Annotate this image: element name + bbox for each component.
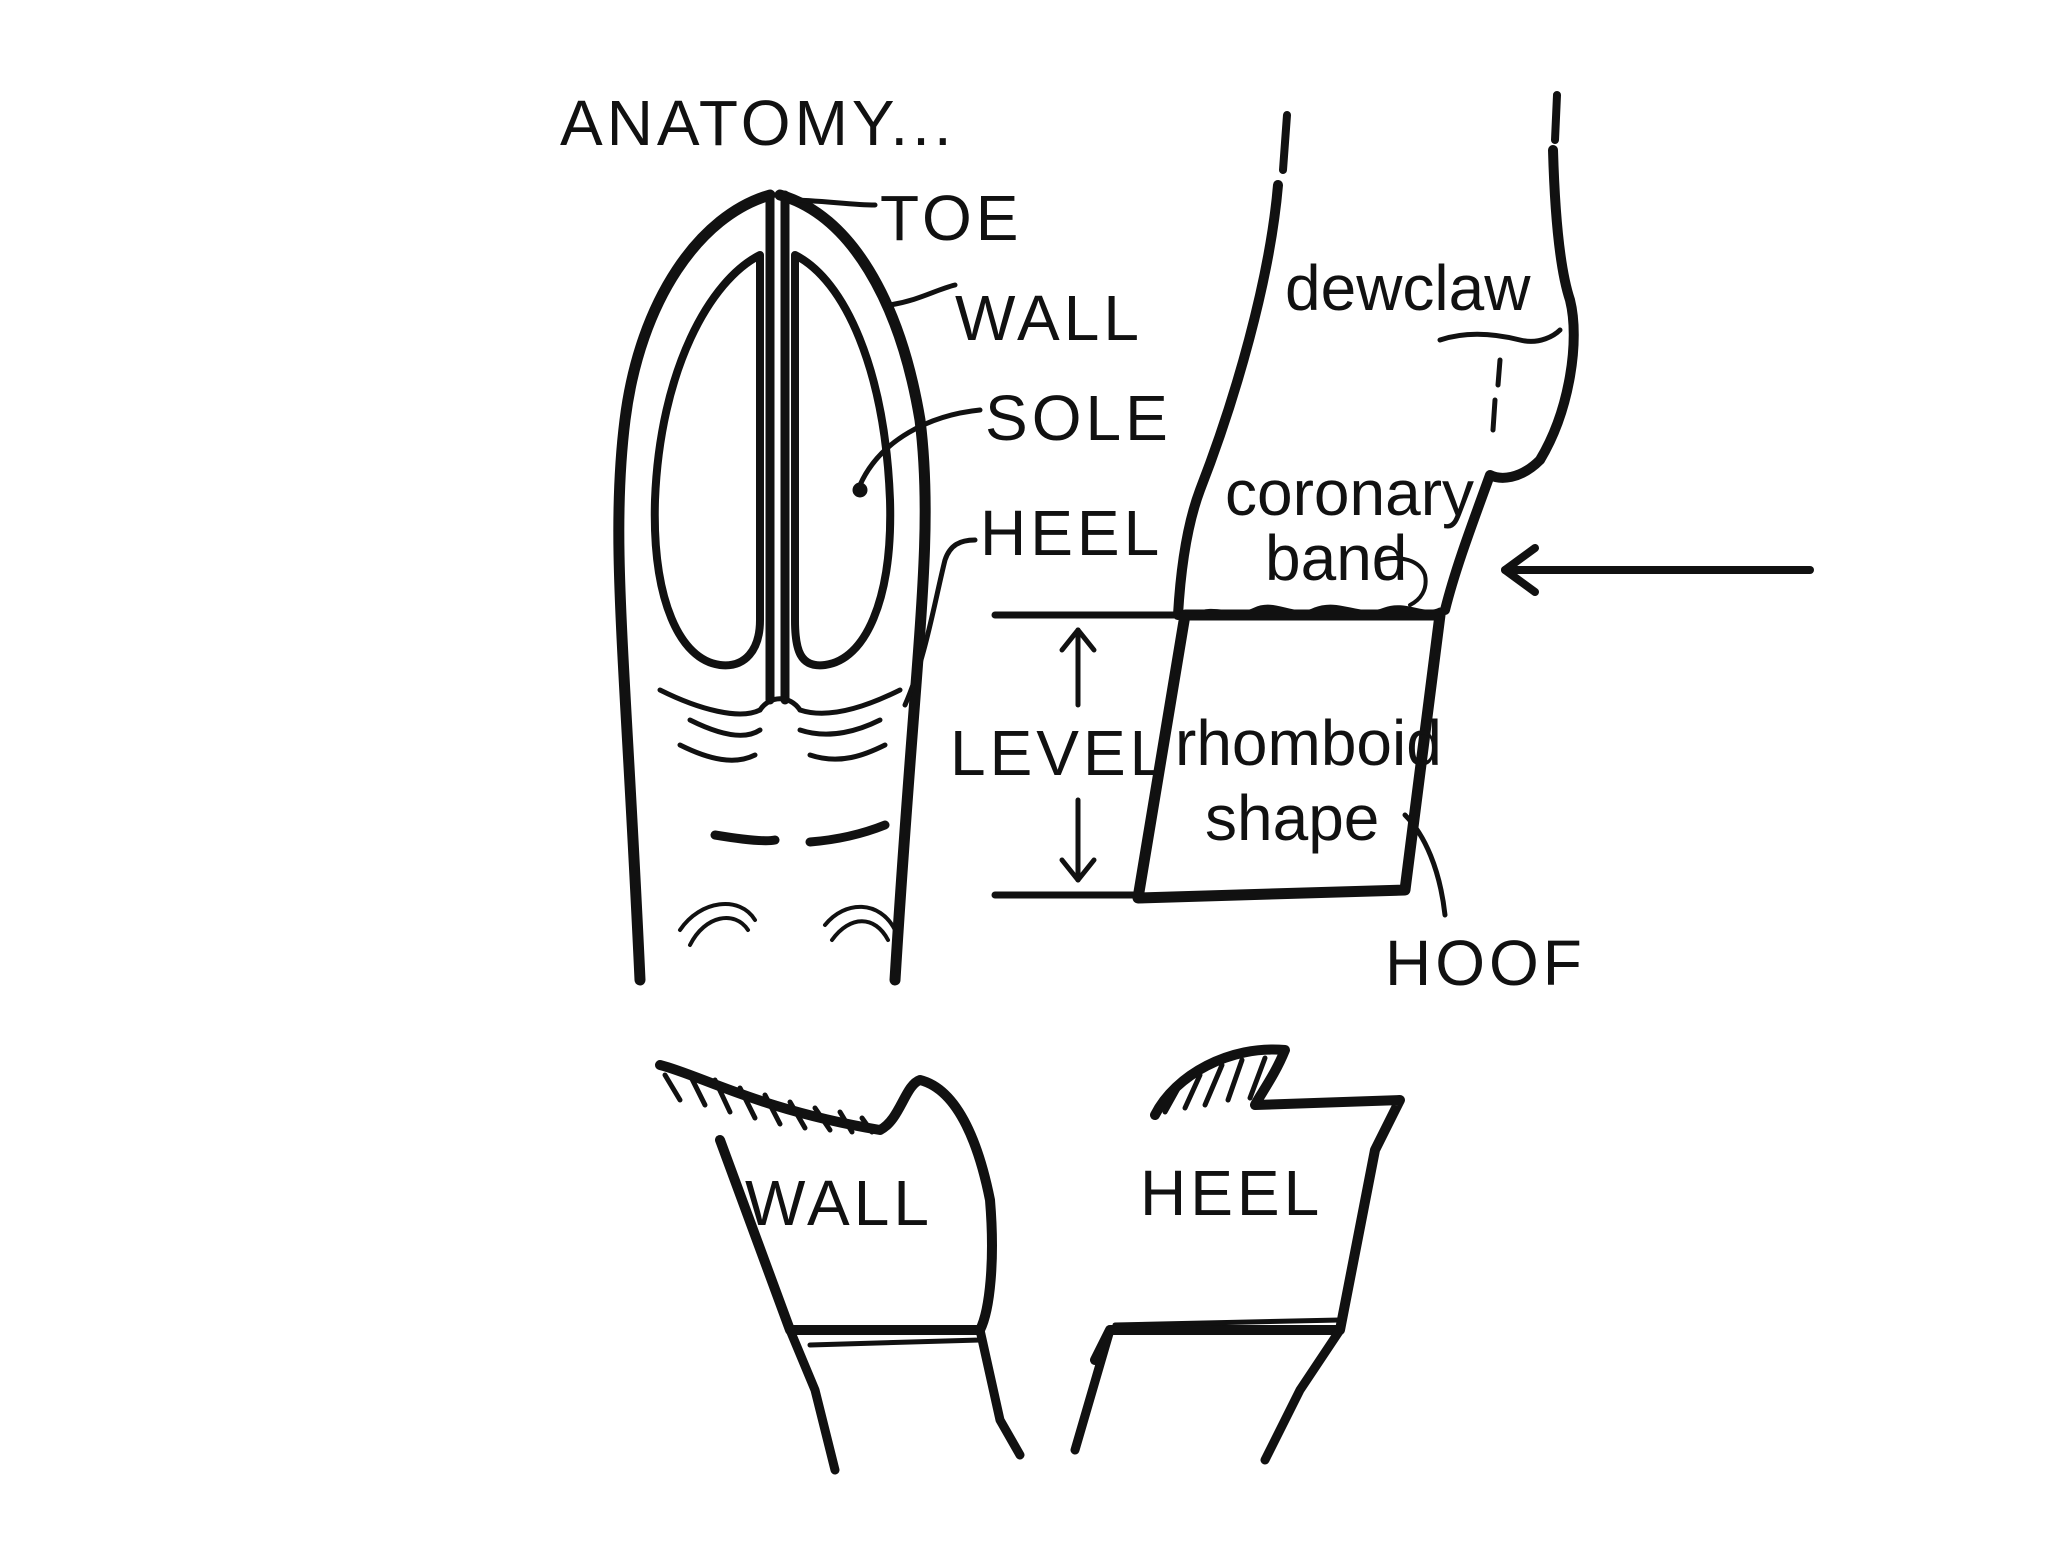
- label-wall: WALL: [955, 282, 1143, 354]
- leg-back-line: [1445, 150, 1574, 610]
- label-wall-bottom: WALL: [745, 1167, 933, 1239]
- sole-left: [655, 255, 760, 665]
- label-level: LEVEL: [950, 717, 1169, 789]
- label-dewclaw: dewclaw: [1285, 252, 1531, 324]
- leg-front-top: [1283, 115, 1287, 170]
- label-sole: SOLE: [985, 382, 1172, 454]
- dewclaw-dashes: [1493, 360, 1500, 430]
- leg-back-top: [1555, 95, 1557, 140]
- label-heel: HEEL: [980, 497, 1163, 569]
- label-rhomboid: rhomboid: [1175, 707, 1442, 779]
- heel-crease-left: [715, 835, 775, 841]
- diagram-title: ANATOMY...: [560, 87, 956, 159]
- heel-bulb-lines: [660, 690, 900, 760]
- dewclaw-outline: [1440, 330, 1560, 341]
- label-band: band: [1265, 522, 1407, 594]
- trim-wall-illustration: [660, 1065, 1020, 1470]
- leg-front-line: [1178, 185, 1278, 615]
- heel-crease-right: [810, 825, 885, 842]
- outer-wall-right: [780, 195, 925, 980]
- hoof-bottom-view: [619, 195, 925, 980]
- label-shape: shape: [1205, 782, 1379, 854]
- label-hoof: HOOF: [1385, 927, 1586, 999]
- pointer-arrow: [1505, 548, 1810, 592]
- label-coronary: coronary: [1225, 457, 1474, 529]
- label-toe: TOE: [880, 182, 1022, 254]
- trim-heel-illustration: [1075, 1049, 1400, 1460]
- dewclaw-marks: [680, 904, 895, 945]
- outer-wall-left: [619, 195, 770, 980]
- label-heel-bottom: HEEL: [1140, 1157, 1323, 1229]
